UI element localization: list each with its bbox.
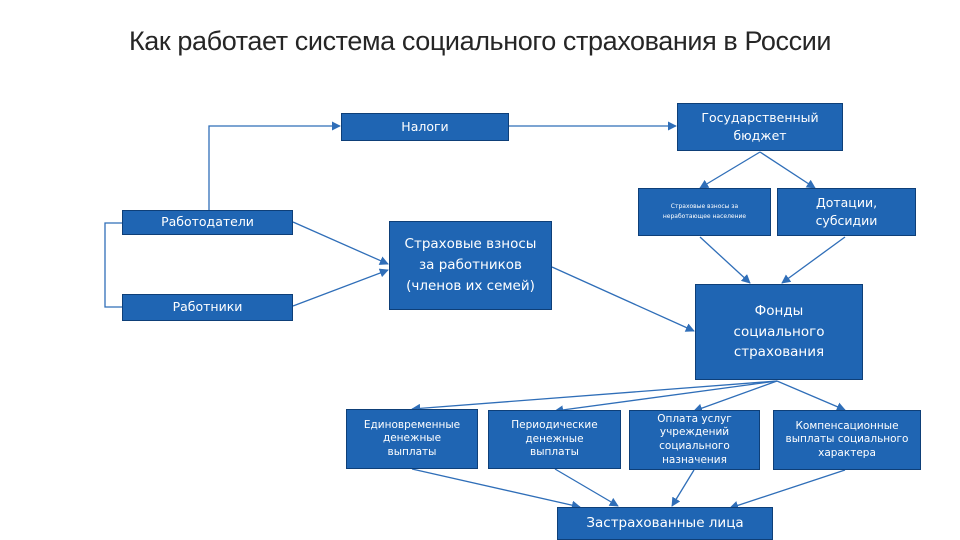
arrow-funds-to-services	[693, 380, 778, 413]
subsidies-box: Дотации, субсидии	[777, 188, 916, 236]
employees-box: Работники	[122, 294, 293, 321]
arrow-funds-to-compensation	[776, 380, 846, 411]
arrow-periodic-to-insured	[554, 468, 619, 507]
taxes-box: Налоги	[341, 113, 509, 141]
lump-sum-payments-box: Единовременные денежные выплаты	[346, 409, 478, 469]
arrow-contributions-to-funds	[551, 266, 695, 332]
arrow-compensation-to-insured	[729, 469, 846, 510]
compensation-payments-box: Компенсационные выплаты социального хара…	[773, 410, 921, 470]
bracket-employers-employees	[104, 222, 122, 308]
arrow-budget-to-nonworking	[699, 151, 761, 189]
arrow-nonworking-to-funds	[699, 236, 751, 284]
social-services-payment-box: Оплата услуг учреждений социального назн…	[629, 410, 760, 470]
social-funds-box: Фонды социального страхования	[695, 284, 863, 380]
arrow-funds-to-periodic	[554, 380, 778, 415]
state-budget-box: Государственный бюджет	[677, 103, 843, 151]
diagram-title: Как работает система социального страхов…	[128, 26, 832, 56]
arrow-services-to-insured	[671, 469, 695, 507]
nonworking-contributions-box: Страховые взносы за неработающее населен…	[638, 188, 771, 236]
arrow-employees-to-contributions	[292, 268, 389, 307]
arrow-employers-to-contributions	[292, 221, 389, 265]
periodic-payments-box: Периодические денежные выплаты	[488, 410, 621, 469]
insured-persons-box: Застрахованные лица	[557, 507, 773, 540]
arrow-subsidies-to-funds	[781, 236, 846, 284]
arrow-employers-to-taxes	[208, 121, 341, 210]
arrow-budget-to-subsidies	[759, 151, 816, 189]
arrow-lump-sum-to-insured	[411, 468, 581, 510]
insurance-contributions-box: Страховые взносы за работников (членов и…	[389, 221, 552, 310]
arrow-funds-to-lump-sum	[411, 380, 778, 413]
employers-box: Работодатели	[122, 210, 293, 235]
